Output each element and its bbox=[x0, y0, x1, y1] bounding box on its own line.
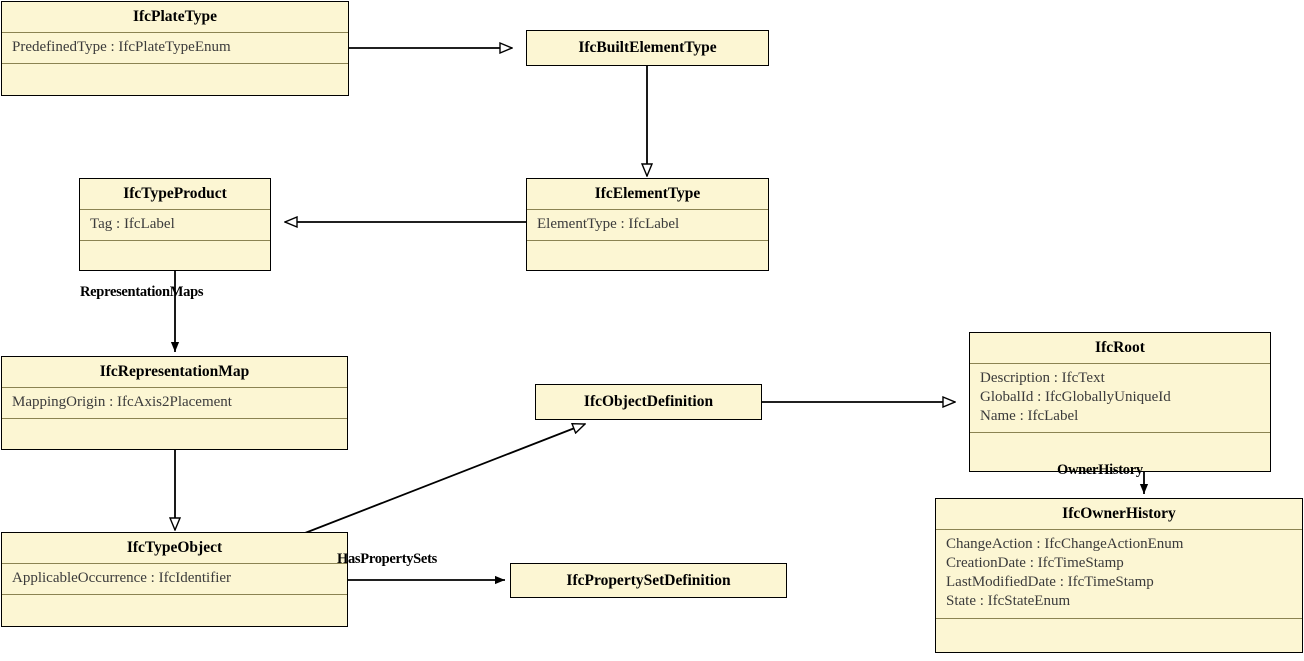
class-title-ifcobjectdefinition: IfcObjectDefinition bbox=[583, 393, 714, 410]
compartment-separator bbox=[2, 418, 347, 419]
attribute: Description : IfcText bbox=[980, 369, 1105, 386]
class-box-ifcroot[interactable]: IfcRoot Description : IfcText GlobalId :… bbox=[969, 332, 1271, 472]
attribute: State : IfcStateEnum bbox=[946, 593, 1071, 610]
class-attributes-ifcplatetype: PredefinedType : IfcPlateTypeEnum bbox=[2, 33, 348, 63]
class-title-ifcpropertysetdefinition: IfcPropertySetDefinition bbox=[566, 572, 731, 589]
class-box-ifctypeobject[interactable]: IfcTypeObject ApplicableOccurrence : Ifc… bbox=[1, 532, 348, 627]
compartment-separator bbox=[970, 432, 1270, 434]
class-title-ifctypeobject: IfcTypeObject bbox=[126, 539, 223, 556]
class-operations-ifctypeproduct bbox=[80, 241, 270, 270]
attribute: ApplicableOccurrence : IfcIdentifier bbox=[12, 569, 232, 586]
compartment-separator bbox=[2, 63, 348, 64]
attribute: PredefinedType : IfcPlateTypeEnum bbox=[12, 38, 231, 55]
class-operations-ifcelementtype bbox=[527, 241, 768, 270]
class-box-ifcrepresentationmap[interactable]: IfcRepresentationMap MappingOrigin : Ifc… bbox=[1, 356, 348, 450]
compartment-separator bbox=[80, 240, 270, 241]
attribute: CreationDate : IfcTimeStamp bbox=[946, 555, 1124, 571]
class-operations-ifcrepresentationmap bbox=[2, 419, 347, 449]
class-box-ifcobjectdefinition[interactable]: IfcObjectDefinition bbox=[535, 384, 762, 420]
class-attributes-ifcownerhistory: ChangeAction : IfcChangeActionEnum Creat… bbox=[936, 530, 1302, 618]
compartment-separator bbox=[936, 617, 1302, 619]
class-box-ifcpropertysetdefinition[interactable]: IfcPropertySetDefinition bbox=[510, 563, 787, 598]
edge-label-ownerhistory: OwnerHistory bbox=[1057, 462, 1143, 478]
attribute: ElementType : IfcLabel bbox=[537, 215, 680, 232]
class-operations-ifcownerhistory bbox=[936, 619, 1302, 652]
class-title-ifcroot: IfcRoot bbox=[1095, 339, 1145, 356]
compartment-separator bbox=[2, 386, 347, 388]
class-box-ifcbuiltelementtype[interactable]: IfcBuiltElementType bbox=[526, 30, 769, 66]
class-operations-ifctypeobject bbox=[2, 595, 347, 626]
class-box-ifctypeproduct[interactable]: IfcTypeProduct Tag : IfcLabel bbox=[79, 178, 271, 271]
compartment-separator bbox=[2, 562, 347, 564]
class-attributes-ifcroot: Description : IfcText GlobalId : IfcGlob… bbox=[970, 364, 1270, 433]
edge-label-representationmaps: RepresentationMaps bbox=[80, 284, 204, 300]
compartment-separator bbox=[2, 594, 347, 595]
attribute: Name : IfcLabel bbox=[980, 408, 1079, 425]
edge-label-haspropertysets: HasPropertySets bbox=[337, 551, 437, 567]
class-box-ifcelementtype[interactable]: IfcElementType ElementType : IfcLabel bbox=[526, 178, 769, 271]
class-attributes-ifctypeproduct: Tag : IfcLabel bbox=[80, 210, 270, 240]
compartment-separator bbox=[527, 208, 768, 210]
compartment-separator bbox=[2, 31, 348, 33]
class-title-ifcbuiltelementtype: IfcBuiltElementType bbox=[578, 39, 717, 56]
class-attributes-ifctypeobject: ApplicableOccurrence : IfcIdentifier bbox=[2, 564, 347, 594]
compartment-separator bbox=[936, 528, 1302, 530]
class-title-ifctypeproduct: IfcTypeProduct bbox=[123, 185, 227, 202]
class-attributes-ifcelementtype: ElementType : IfcLabel bbox=[527, 210, 768, 240]
class-title-ifcplatetype: IfcPlateType bbox=[132, 8, 218, 25]
attribute: Tag : IfcLabel bbox=[90, 215, 175, 232]
compartment-separator bbox=[970, 362, 1270, 364]
compartment-separator bbox=[527, 240, 768, 241]
class-title-ifcrepresentationmap: IfcRepresentationMap bbox=[99, 363, 250, 380]
class-title-ifcelementtype: IfcElementType bbox=[594, 185, 701, 202]
attribute: LastModifiedDate : IfcTimeStamp bbox=[946, 574, 1154, 591]
compartment-separator bbox=[80, 208, 270, 210]
class-title-ifcownerhistory: IfcOwnerHistory bbox=[1062, 505, 1176, 522]
class-box-ifcplatetype[interactable]: IfcPlateType PredefinedType : IfcPlateTy… bbox=[1, 1, 349, 96]
class-operations-ifcplatetype bbox=[2, 64, 348, 95]
class-attributes-ifcrepresentationmap: MappingOrigin : IfcAxis2Placement bbox=[2, 388, 347, 418]
class-box-ifcownerhistory[interactable]: IfcOwnerHistory ChangeAction : IfcChange… bbox=[935, 498, 1303, 653]
attribute: ChangeAction : IfcChangeActionEnum bbox=[946, 535, 1184, 552]
attribute: GlobalId : IfcGloballyUniqueId bbox=[980, 389, 1171, 405]
attribute: MappingOrigin : IfcAxis2Placement bbox=[12, 393, 232, 410]
